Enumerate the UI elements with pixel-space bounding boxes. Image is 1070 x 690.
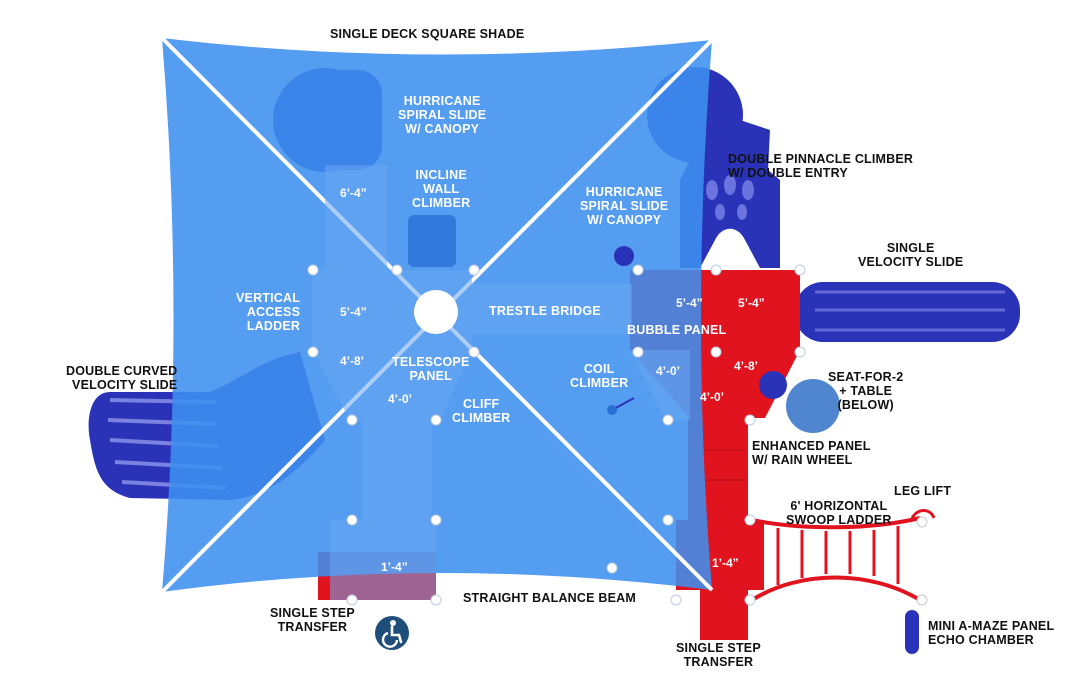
leg-lift-label: LEG LIFT [894, 484, 952, 498]
dim-4-0-left: 4’-0’ [388, 392, 413, 406]
pinnacle-label: DOUBLE PINNACLE CLIMBER W/ DOUBLE ENTRY [728, 152, 914, 180]
incline-wall-label: INCLINE WALL CLIMBER [412, 168, 471, 210]
dim-6-4: 6’-4” [340, 186, 367, 200]
bubble-ball [614, 246, 634, 266]
leg-lift [910, 509, 936, 606]
bubble-label: BUBBLE PANEL [627, 323, 727, 337]
deck-outlines [312, 165, 690, 600]
dim-5-4-left: 5’-4” [340, 305, 367, 319]
single-velocity-slide [795, 282, 1020, 342]
spiral-slide-label-right: HURRICANE SPIRAL SLIDE W/ CANOPY [580, 185, 669, 227]
balance-beam-label: STRAIGHT BALANCE BEAM [463, 591, 636, 605]
shade-title: SINGLE DECK SQUARE SHADE [330, 27, 525, 41]
vertical-ladder-label: VERTICAL ACCESS LADDER [236, 291, 301, 333]
double-curved-label: DOUBLE CURVED VELOCITY SLIDE [66, 364, 178, 392]
dim-4-0-right: 4’-0’ [700, 390, 725, 404]
spiral-slide-label-left: HURRICANE SPIRAL SLIDE W/ CANOPY [398, 94, 487, 136]
swoop-ladder [750, 516, 922, 602]
dim-4-8-left: 4’-8’ [340, 354, 365, 368]
dim-4-8-right: 4’-8’ [734, 359, 759, 373]
dim-5-4-right: 5’-4” [738, 296, 765, 310]
dim-1-4-right: 1’-4” [712, 556, 739, 570]
dim-1-4-left: 1’-4” [381, 560, 408, 574]
telescope-label: TELESCOPE PANEL [392, 355, 470, 383]
seat-table [786, 379, 840, 433]
dim-5-4-mid: 5’-4” [676, 296, 703, 310]
coil-climber-base [607, 405, 617, 415]
step-transfer-right-label: SINGLE STEP TRANSFER [676, 641, 761, 669]
swoop-ladder-label: 6' HORIZONTAL SWOOP LADDER [786, 499, 892, 527]
seat-for-two [759, 371, 787, 399]
single-velocity-label: SINGLE VELOCITY SLIDE [858, 241, 964, 269]
dim-4-0-mid: 4’-0’ [656, 364, 681, 378]
seat-label: SEAT-FOR-2 + TABLE (BELOW) [828, 370, 904, 412]
mini-maze-label: MINI A-MAZE PANEL ECHO CHAMBER [928, 619, 1055, 647]
coil-label: COIL CLIMBER [570, 362, 629, 390]
wheelchair-icon [375, 616, 409, 650]
mini-a-maze-panel [905, 610, 919, 654]
step-transfer-left-label: SINGLE STEP TRANSFER [270, 606, 355, 634]
trestle-label: TRESTLE BRIDGE [489, 304, 601, 318]
shade-center-post [414, 290, 458, 334]
cliff-label: CLIFF CLIMBER [452, 397, 511, 425]
enhanced-panel-label: ENHANCED PANEL W/ RAIN WHEEL [752, 439, 871, 467]
posts [307, 264, 806, 606]
